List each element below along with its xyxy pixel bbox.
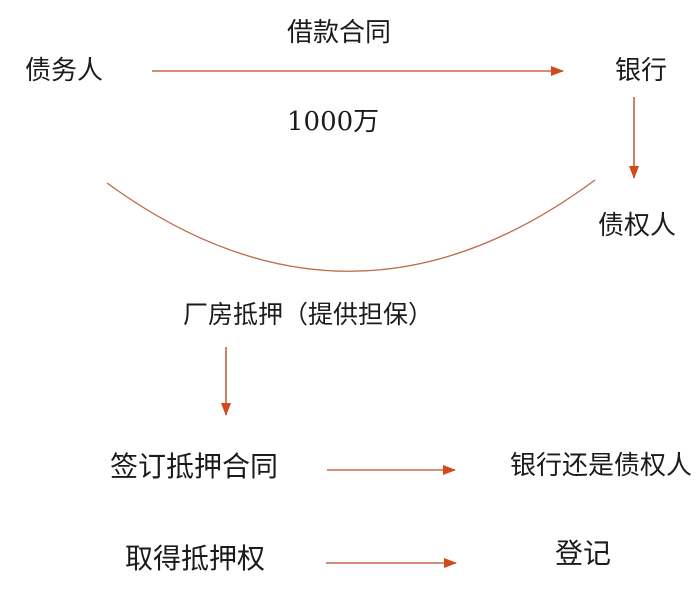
creditor-label: 债权人 xyxy=(598,211,677,241)
sign-mortgage-contract-label: 签订抵押合同 xyxy=(110,450,279,483)
bank-still-creditor-label: 银行还是债权人 xyxy=(510,451,693,481)
loan-contract-label: 借款合同 xyxy=(287,18,392,48)
registration-label: 登记 xyxy=(555,537,612,570)
guarantee-curve xyxy=(106,179,596,272)
factory-mortgage-label: 厂房抵押（提供担保） xyxy=(183,300,434,329)
obtain-mortgage-right-label: 取得抵押权 xyxy=(125,542,266,575)
debtor-label: 债务人 xyxy=(25,56,104,86)
loan-amount-label: 1000万 xyxy=(287,107,380,137)
bank-label: 银行 xyxy=(615,56,668,86)
